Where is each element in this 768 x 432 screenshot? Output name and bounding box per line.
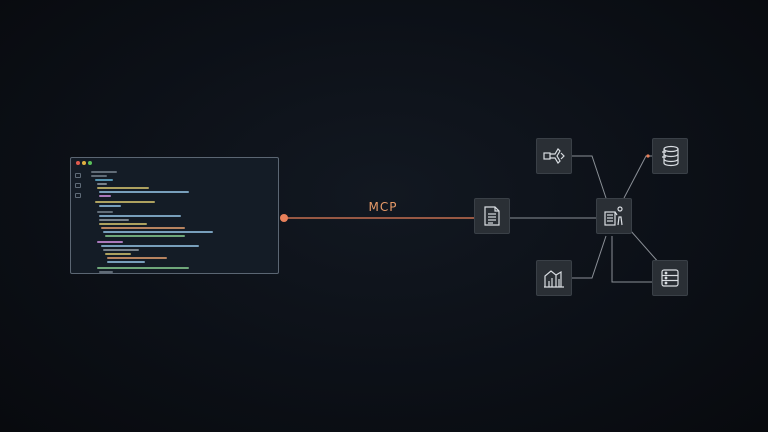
warehouse-chart-icon — [544, 270, 564, 288]
code-line — [99, 215, 181, 217]
code-line — [103, 231, 213, 233]
hub-database-link-diag — [629, 229, 661, 265]
code-editor-window — [70, 157, 279, 274]
code-line — [97, 187, 149, 189]
pipe-funnel-icon — [543, 148, 565, 164]
minimize-dot-icon — [82, 161, 86, 165]
close-dot-icon — [76, 161, 80, 165]
extensions-icon — [75, 193, 81, 198]
code-line — [97, 211, 113, 213]
pipe-hub-link — [572, 155, 607, 199]
code-line — [99, 205, 121, 207]
maximize-dot-icon — [88, 161, 92, 165]
code-area — [91, 169, 274, 273]
code-line — [99, 195, 111, 197]
code-line — [91, 175, 107, 177]
hub-database-link — [611, 236, 652, 283]
hub-node — [596, 198, 632, 234]
editor-activity-bar — [71, 169, 85, 273]
code-line — [99, 223, 147, 225]
code-line — [103, 249, 139, 251]
warehouse-node — [536, 260, 572, 296]
code-line — [105, 235, 185, 237]
code-line — [97, 241, 123, 243]
database-stack-icon — [662, 145, 679, 167]
editor-titlebar — [71, 158, 278, 169]
code-line — [99, 271, 113, 273]
database-stack-node — [652, 138, 688, 174]
warehouse-hub-link — [572, 235, 607, 279]
code-line — [107, 257, 167, 259]
server-with-person-icon — [604, 206, 623, 226]
document-icon — [484, 206, 500, 226]
document-node — [474, 198, 510, 234]
hub-dbstack-link — [623, 155, 652, 199]
code-line — [97, 267, 189, 269]
mcp-label: MCP — [368, 200, 398, 214]
code-line — [101, 227, 185, 229]
search-icon — [75, 183, 81, 188]
code-line — [95, 179, 113, 181]
code-line — [95, 201, 155, 203]
code-line — [107, 261, 145, 263]
database-icon — [661, 269, 679, 287]
code-line — [101, 245, 199, 247]
code-line — [105, 253, 131, 255]
code-line — [91, 171, 117, 173]
pipe-node — [536, 138, 572, 174]
database-node — [652, 260, 688, 296]
files-icon — [75, 173, 81, 178]
mcp-source-port — [280, 214, 288, 222]
code-line — [99, 191, 189, 193]
code-line — [99, 219, 129, 221]
code-line — [97, 183, 107, 185]
dbstack-port — [646, 154, 650, 158]
